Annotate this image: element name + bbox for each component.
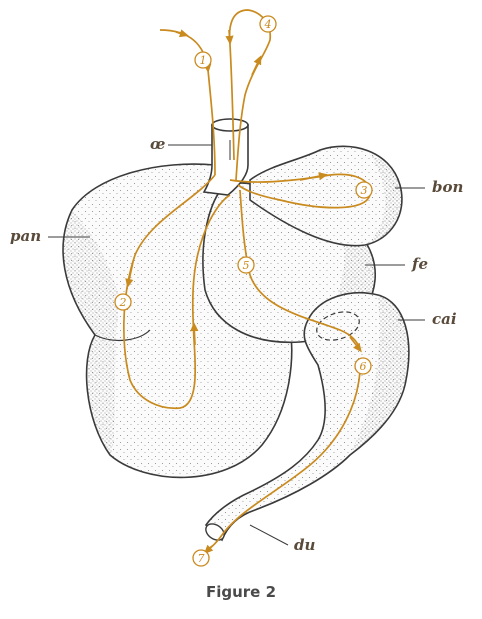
label-rumen: pan: [10, 227, 42, 245]
svg-text:4: 4: [264, 18, 272, 31]
label-reticulum: bon: [432, 178, 464, 196]
path-segment-6: [204, 369, 361, 553]
step-marker-2: 2: [114, 293, 132, 311]
step-marker-7: 7: [192, 549, 210, 567]
label-leaders: [48, 144, 425, 546]
step-marker-4: 4: [259, 15, 277, 33]
svg-text:3: 3: [361, 184, 368, 197]
label-omasum: fe: [412, 255, 428, 273]
svg-text:2: 2: [119, 296, 127, 309]
path-segment-1: [159, 29, 216, 176]
label-abomasum: cai: [432, 310, 457, 328]
step-marker-5: 5: [237, 256, 255, 274]
svg-text:6: 6: [360, 360, 367, 373]
step-markers: 1 2 3 4 5 6 7: [114, 15, 373, 567]
step-marker-1: 1: [194, 51, 212, 69]
step-marker-6: 6: [354, 357, 372, 375]
svg-text:1: 1: [200, 54, 207, 67]
svg-text:5: 5: [243, 259, 250, 272]
path-segment-2: [123, 174, 231, 410]
label-oesophagus: œ: [150, 135, 166, 153]
svg-text:7: 7: [198, 552, 205, 565]
figure-caption: Figure 2: [205, 583, 277, 601]
path-segment-5: [239, 189, 361, 351]
label-duodenum: du: [294, 536, 316, 554]
step-marker-3: 3: [355, 181, 373, 199]
